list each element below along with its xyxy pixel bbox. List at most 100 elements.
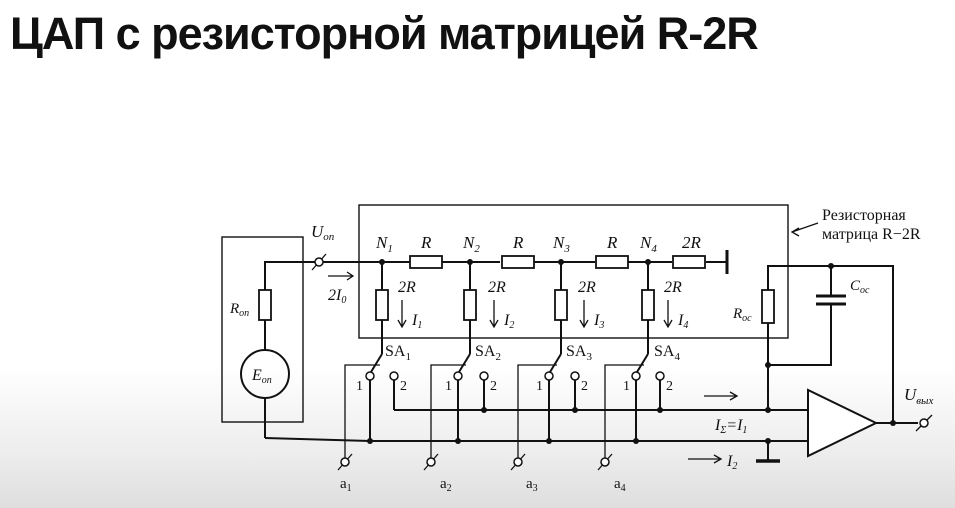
sum-bus-dot-2 <box>481 407 487 413</box>
branch-resistor-3-label: 2R <box>578 279 596 296</box>
matrix-label-line1: Резисторная <box>822 207 906 224</box>
i2-current-arrow <box>688 454 723 464</box>
switch-sa1-pos-2: 2 <box>400 379 407 394</box>
matrix-pointer-arrow <box>790 222 819 237</box>
i2-current-label: I2 <box>726 453 737 472</box>
node-n1-label: N1 <box>375 233 393 255</box>
matrix-label-line2: матрица R−2R <box>822 226 921 243</box>
u-ref-label: Uоп <box>311 222 335 243</box>
sum-bus-dot-3 <box>572 407 578 413</box>
switch-sa4-contact-2 <box>655 371 665 381</box>
switch-sa3-pos-2: 2 <box>581 379 588 394</box>
switch-sa3-contact-2 <box>570 371 580 381</box>
op-amp-triangle <box>807 388 879 458</box>
switch-sa3-label: SA3 <box>566 343 592 363</box>
switch-sa1-contact-1 <box>365 371 375 381</box>
branch-4-current-arrow <box>663 300 673 329</box>
source-resistor <box>258 289 272 321</box>
reference-emf-label: Eоп <box>251 367 272 386</box>
switch-sa2-contact-2 <box>479 371 489 381</box>
switch-sa4-blade <box>636 353 649 373</box>
series-resistor-3-label: R <box>606 233 618 252</box>
control-a1-line <box>344 364 380 462</box>
branch-4-current-label: I4 <box>677 312 688 331</box>
series-resistor-1-label: R <box>420 233 432 252</box>
input-a3-label: a3 <box>526 476 538 494</box>
branch-resistor-4-label: 2R <box>664 279 682 296</box>
capacitor-junction-dot <box>765 362 771 368</box>
switch-sa2-blade <box>458 353 471 373</box>
switch-sa3-contact-1 <box>544 371 554 381</box>
source-top-wire <box>264 261 318 290</box>
series-resistor-4 <box>672 255 706 269</box>
control-a3-line <box>517 364 557 462</box>
reference-emf-symbol <box>240 349 290 399</box>
branch-resistor-2 <box>463 289 477 321</box>
switch-sa4-label: SA4 <box>654 343 680 363</box>
switch-sa1-blade <box>370 353 383 373</box>
sum-bus-dot-4 <box>657 407 663 413</box>
feedback-resistor <box>761 289 775 324</box>
slide-title: ЦАП с резисторной матрицей R-2R <box>10 8 759 59</box>
switch-sa1-pos-1: 1 <box>356 379 363 394</box>
branch-resistor-3 <box>554 289 568 321</box>
branch-3-current-label: I3 <box>593 312 604 331</box>
control-a2-line <box>430 364 466 462</box>
branch-resistor-2-label: 2R <box>488 279 506 296</box>
u-out-label: Uвых <box>904 385 934 407</box>
branch-resistor-1-label: 2R <box>398 279 416 296</box>
series-resistor-4-label: 2R <box>682 233 702 252</box>
switch-sa4-contact-1 <box>631 371 641 381</box>
gnd-bus-dot-2 <box>455 438 461 444</box>
switch-sa2-pos-1: 1 <box>445 379 452 394</box>
node-n4-label: N4 <box>639 233 657 255</box>
switch-sa2-label: SA2 <box>475 343 501 363</box>
input-a4-terminal[interactable] <box>600 457 610 467</box>
switch-sa1-legs <box>369 380 395 441</box>
branch-2-current-label: I2 <box>503 312 514 331</box>
input-a1-terminal[interactable] <box>340 457 350 467</box>
current-2i0-arrow <box>328 271 355 281</box>
series-resistor-2 <box>501 255 535 269</box>
gnd-bus-dot-4 <box>633 438 639 444</box>
ground-bus <box>264 437 808 442</box>
feedback-resistor-label: Rос <box>732 306 752 324</box>
switch-sa4-pos-1: 1 <box>623 379 630 394</box>
gnd-bus-dot-1 <box>367 438 373 444</box>
capacitor-wire <box>768 266 832 366</box>
branch-1-current-arrow <box>397 300 407 329</box>
switch-sa3-blade <box>549 353 562 373</box>
u-out-terminal <box>919 418 929 428</box>
current-2i0-label: 2I0 <box>328 287 346 306</box>
branch-2-current-arrow <box>489 300 499 329</box>
resistor-matrix-box <box>358 204 789 339</box>
series-resistor-1 <box>409 255 443 269</box>
switch-sa2-contact-1 <box>453 371 463 381</box>
input-a3-terminal[interactable] <box>513 457 523 467</box>
switch-sa4-pos-2: 2 <box>666 379 673 394</box>
node-n2-label: N2 <box>462 233 480 255</box>
series-resistor-2-label: R <box>512 233 524 252</box>
input-a2-terminal[interactable] <box>426 457 436 467</box>
switch-sa3-pos-1: 1 <box>536 379 543 394</box>
input-a4-label: a4 <box>614 476 626 494</box>
branch-resistor-1 <box>375 289 389 321</box>
switch-sa1-label: SA1 <box>385 343 411 363</box>
sum-current-arrow <box>704 391 739 401</box>
gnd-bus-dot-3 <box>546 438 552 444</box>
sum-current-label: IΣ=I1 <box>714 417 747 436</box>
branch-1-current-label: I1 <box>411 312 422 331</box>
switch-sa2-pos-2: 2 <box>490 379 497 394</box>
branch-3-current-arrow <box>579 300 589 329</box>
input-a2-label: a2 <box>440 476 452 494</box>
control-a4-line <box>604 364 644 462</box>
input-a1-label: a1 <box>340 476 352 494</box>
source-resistor-label: Rоп <box>229 301 249 319</box>
reference-source-box <box>221 236 304 423</box>
switch-sa1-contact-2 <box>389 371 399 381</box>
node-n3-label: N3 <box>552 233 570 255</box>
u-ref-terminal <box>314 257 324 267</box>
feedback-capacitor <box>816 294 846 306</box>
branch-resistor-4 <box>641 289 655 321</box>
